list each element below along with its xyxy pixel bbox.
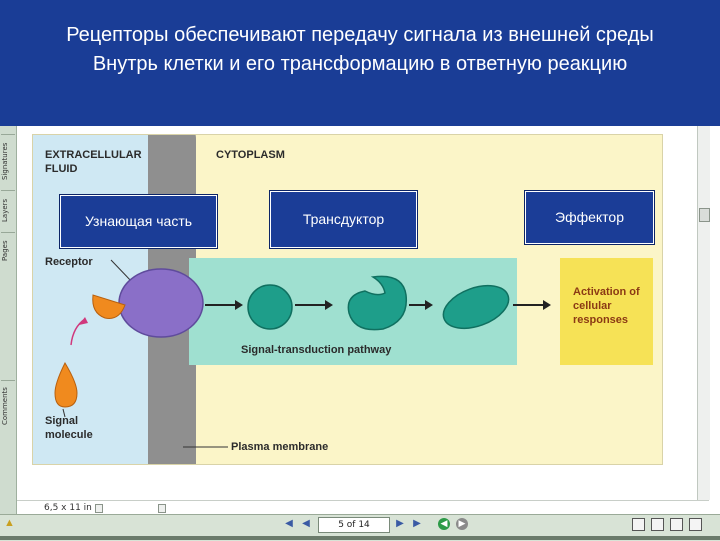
cytoplasm-label: CYTOPLASM <box>216 149 285 161</box>
cellular-response-box <box>560 258 653 365</box>
arrow-3-head <box>425 300 433 310</box>
signal-pointer-line <box>62 408 66 418</box>
receptor-label: Receptor <box>45 256 93 268</box>
tab-signatures[interactable]: Signatures <box>1 134 15 187</box>
page-size-bar <box>17 500 709 515</box>
continuous-facing-view-icon[interactable] <box>689 518 702 531</box>
arrow-1-head <box>235 300 243 310</box>
callout-recognizing-part: Узнающая часть <box>59 194 218 249</box>
extracellular-fluid-label: EXTRACELLULAR FLUID <box>45 149 142 175</box>
page-size-tick-1 <box>95 504 103 513</box>
relay-protein-1 <box>247 284 293 330</box>
callout-effector: Эффектор <box>524 190 655 245</box>
go-back-icon[interactable]: ◀ <box>438 518 450 530</box>
lock-icon: ▲ <box>4 517 15 529</box>
slide-title-line-1: Рецепторы обеспечивают передачу сигнала … <box>66 24 654 46</box>
plasma-membrane-label: Plasma membrane <box>231 441 329 453</box>
single-page-view-icon[interactable] <box>632 518 645 531</box>
continuous-view-icon[interactable] <box>651 518 664 531</box>
last-page-icon[interactable]: ▶ <box>413 518 421 529</box>
tab-comments[interactable]: Comments <box>1 380 15 431</box>
signal-molecule-label: Signal molecule <box>45 415 93 441</box>
page-size-tick-2 <box>158 504 166 513</box>
go-forward-icon[interactable]: ▶ <box>456 518 468 530</box>
vertical-scrollbar[interactable] <box>697 126 710 500</box>
receptor-pointer-line <box>110 259 134 284</box>
next-page-icon[interactable]: ▶ <box>396 518 404 529</box>
page-number-field[interactable]: 5 of 14 <box>318 517 390 533</box>
bound-signal-molecule <box>92 294 126 319</box>
callout-transducer: Трансдуктор <box>269 190 418 249</box>
previous-page-icon[interactable]: ◀ <box>302 518 310 529</box>
pathway-label: Signal-transduction pathway <box>241 344 392 356</box>
figure-drawing <box>54 259 551 448</box>
activation-label: Activation of cellular responses <box>573 286 640 326</box>
scrollbar-thumb[interactable] <box>699 208 710 222</box>
side-navigation-panel: Signatures Layers Pages Comments <box>0 126 17 518</box>
binding-arrow-head <box>79 317 88 325</box>
window-bottom-edge <box>0 536 720 540</box>
relay-protein-3 <box>442 284 510 330</box>
arrow-4-head <box>543 300 551 310</box>
relay-protein-2 <box>347 275 408 331</box>
slide-title-banner: Рецепторы обеспечивают передачу сигнала … <box>0 0 720 128</box>
page-size-readout: 6,5 x 11 in <box>44 503 92 513</box>
receptor-shape <box>118 268 204 338</box>
slide-title-line-2: Внутрь клетки и его трансформацию в отве… <box>92 53 628 75</box>
arrow-2-head <box>325 300 333 310</box>
right-edge <box>710 126 720 500</box>
free-signal-molecule <box>54 361 78 408</box>
signal-transduction-figure: EXTRACELLULAR FLUID CYTOPLASM Receptor S… <box>32 134 663 465</box>
first-page-icon[interactable]: ◀ <box>285 518 293 529</box>
tab-pages[interactable]: Pages <box>1 232 15 269</box>
facing-pages-view-icon[interactable] <box>670 518 683 531</box>
tab-layers[interactable]: Layers <box>1 190 15 229</box>
